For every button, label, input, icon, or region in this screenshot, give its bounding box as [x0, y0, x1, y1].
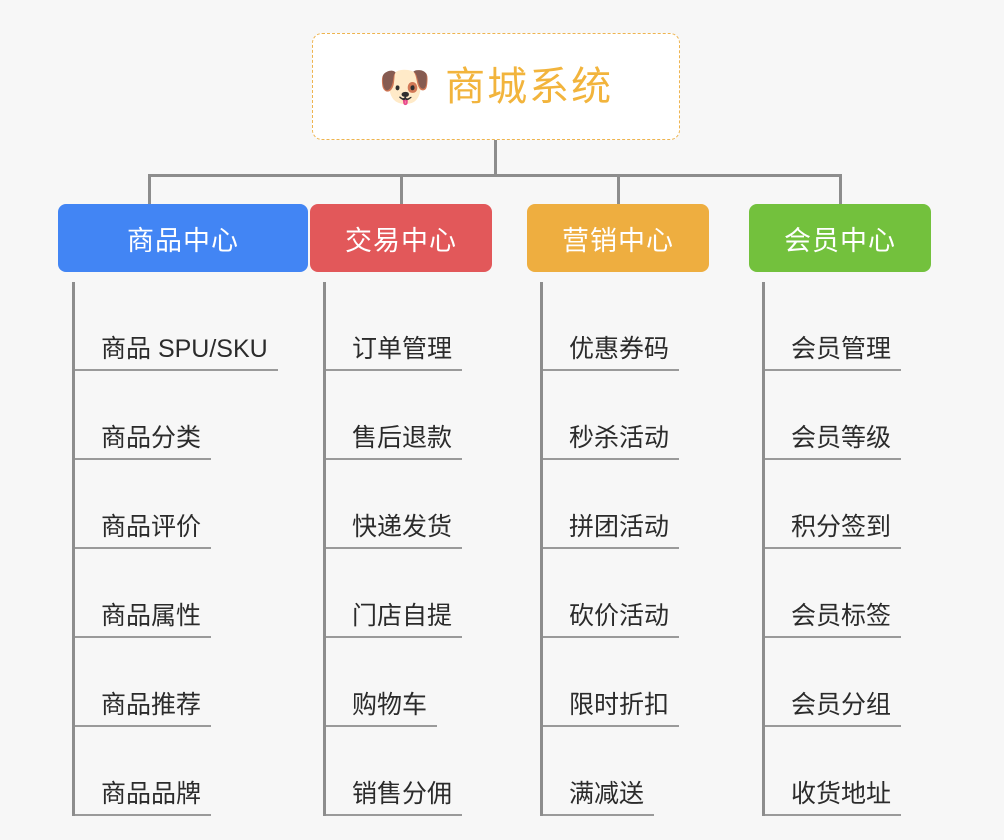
list-item[interactable]: 收货地址: [765, 727, 931, 816]
leaf-label: 优惠券码: [543, 335, 680, 371]
list-item[interactable]: 商品品牌: [75, 727, 308, 816]
connector-drop-product-center: [148, 174, 151, 206]
connector-horizontal-bus: [148, 174, 842, 177]
leaf-label: 会员管理: [765, 335, 902, 371]
leaf-list-trade-center: 订单管理 售后退款 快递发货 门店自提 购物车 销售分佣: [323, 282, 492, 816]
category-label: 会员中心: [784, 225, 896, 256]
list-item[interactable]: 砍价活动: [543, 549, 709, 638]
list-item[interactable]: 商品属性: [75, 549, 308, 638]
leaf-label: 快递发货: [326, 513, 463, 549]
list-item[interactable]: 门店自提: [326, 549, 492, 638]
leaf-list-marketing-center: 优惠券码 秒杀活动 拼团活动 砍价活动 限时折扣 满减送: [540, 282, 709, 816]
leaf-label: 购物车: [326, 691, 438, 727]
connector-drop-member-center: [839, 174, 842, 206]
leaf-label: 限时折扣: [543, 691, 680, 727]
category-column-product-center: 商品中心 商品 SPU/SKU 商品分类 商品评价 商品属性 商品推荐 商品品牌: [58, 204, 308, 816]
leaf-label: 拼团活动: [543, 513, 680, 549]
connector-root-stem: [494, 140, 497, 177]
connector-drop-trade-center: [400, 174, 403, 206]
category-label: 商品中心: [127, 225, 239, 256]
list-item[interactable]: 销售分佣: [326, 727, 492, 816]
category-label: 交易中心: [345, 225, 457, 256]
leaf-label: 会员等级: [765, 424, 902, 460]
leaf-label: 积分签到: [765, 513, 902, 549]
list-item[interactable]: 会员分组: [765, 638, 931, 727]
dog-face-icon: 🐶: [378, 62, 432, 110]
leaf-label: 商品属性: [75, 602, 212, 638]
list-item[interactable]: 优惠券码: [543, 282, 709, 371]
leaf-label: 秒杀活动: [543, 424, 680, 460]
category-header-trade-center[interactable]: 交易中心: [310, 204, 492, 272]
list-item[interactable]: 拼团活动: [543, 460, 709, 549]
leaf-label: 商品推荐: [75, 691, 212, 727]
list-item[interactable]: 会员管理: [765, 282, 931, 371]
leaf-label: 销售分佣: [326, 780, 463, 816]
list-item[interactable]: 订单管理: [326, 282, 492, 371]
root-title: 商城系统: [445, 64, 614, 109]
list-item[interactable]: 会员等级: [765, 371, 931, 460]
list-item[interactable]: 商品 SPU/SKU: [75, 282, 308, 371]
leaf-list-member-center: 会员管理 会员等级 积分签到 会员标签 会员分组 收货地址: [762, 282, 931, 816]
category-header-product-center[interactable]: 商品中心: [58, 204, 308, 272]
leaf-label: 会员标签: [765, 602, 902, 638]
category-header-marketing-center[interactable]: 营销中心: [527, 204, 709, 272]
connector-drop-marketing-center: [617, 174, 620, 206]
category-column-marketing-center: 营销中心 优惠券码 秒杀活动 拼团活动 砍价活动 限时折扣 满减送: [527, 204, 709, 816]
leaf-label: 商品品牌: [75, 780, 212, 816]
list-item[interactable]: 商品分类: [75, 371, 308, 460]
category-label: 营销中心: [562, 225, 674, 256]
list-item[interactable]: 商品推荐: [75, 638, 308, 727]
list-item[interactable]: 购物车: [326, 638, 492, 727]
root-node[interactable]: 🐶 商城系统: [312, 33, 680, 140]
leaf-label: 门店自提: [326, 602, 463, 638]
leaf-label: 商品 SPU/SKU: [75, 335, 278, 371]
leaf-label: 商品分类: [75, 424, 212, 460]
leaf-label: 售后退款: [326, 424, 463, 460]
leaf-label: 会员分组: [765, 691, 902, 727]
list-item[interactable]: 秒杀活动: [543, 371, 709, 460]
leaf-label: 订单管理: [326, 335, 463, 371]
leaf-label: 商品评价: [75, 513, 212, 549]
list-item[interactable]: 售后退款: [326, 371, 492, 460]
leaf-label: 满减送: [543, 780, 655, 816]
leaf-label: 砍价活动: [543, 602, 680, 638]
list-item[interactable]: 限时折扣: [543, 638, 709, 727]
list-item[interactable]: 会员标签: [765, 549, 931, 638]
leaf-label: 收货地址: [765, 780, 902, 816]
list-item[interactable]: 快递发货: [326, 460, 492, 549]
category-column-member-center: 会员中心 会员管理 会员等级 积分签到 会员标签 会员分组 收货地址: [749, 204, 931, 816]
category-header-member-center[interactable]: 会员中心: [749, 204, 931, 272]
list-item[interactable]: 商品评价: [75, 460, 308, 549]
list-item[interactable]: 积分签到: [765, 460, 931, 549]
list-item[interactable]: 满减送: [543, 727, 709, 816]
leaf-list-product-center: 商品 SPU/SKU 商品分类 商品评价 商品属性 商品推荐 商品品牌: [72, 282, 308, 816]
category-column-trade-center: 交易中心 订单管理 售后退款 快递发货 门店自提 购物车 销售分佣: [310, 204, 492, 816]
